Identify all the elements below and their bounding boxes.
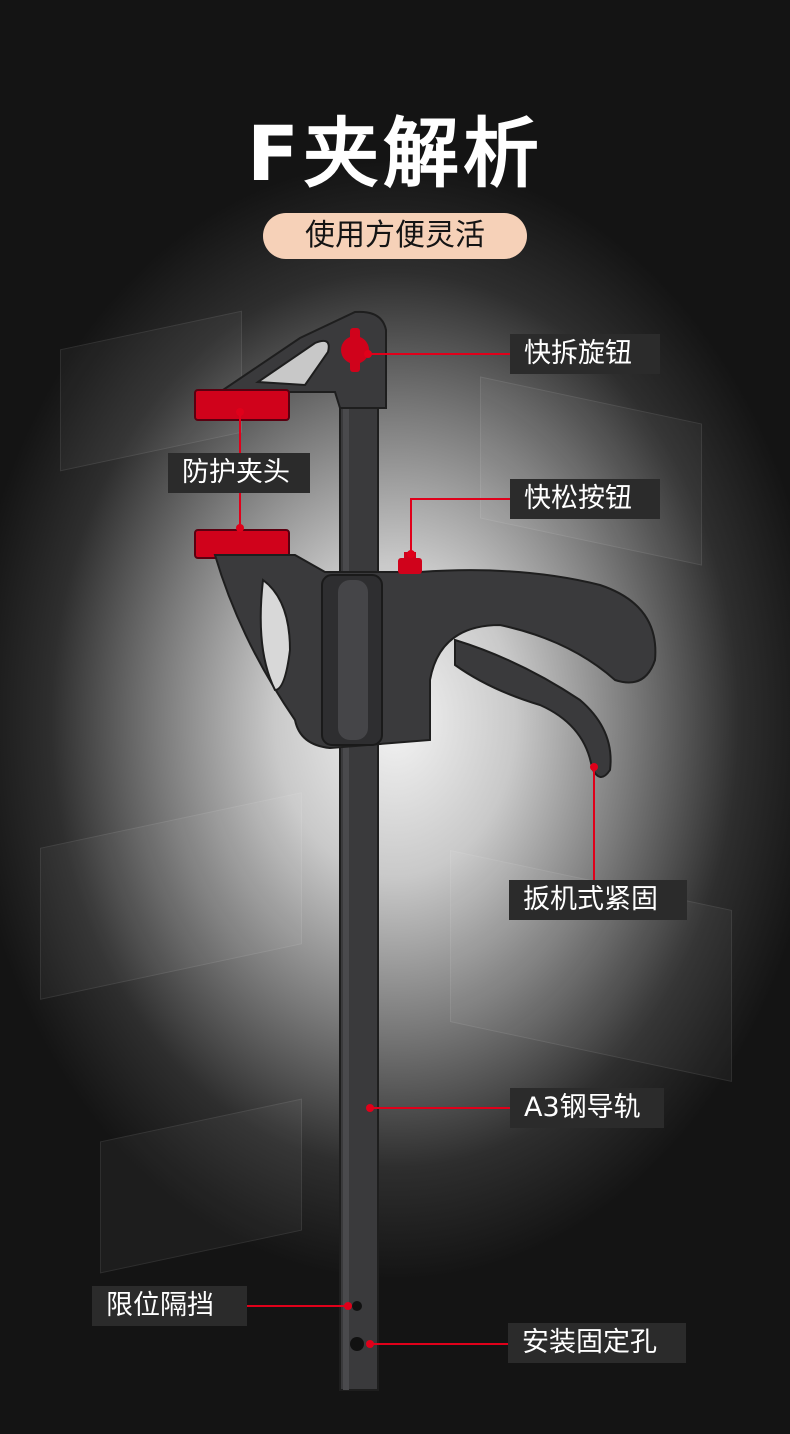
label-limit-stop: 限位隔挡 <box>92 1286 247 1326</box>
callout-dot <box>236 408 244 416</box>
label-quick-release-button: 快松按钮 <box>510 479 660 519</box>
callout-dot <box>364 350 372 358</box>
quick-release-button-shape <box>398 558 422 574</box>
top-jaw-pad <box>194 389 290 421</box>
label-protective-jaw: 防护夹头 <box>168 453 310 493</box>
callout-line <box>410 498 412 552</box>
mount-hole-shape <box>350 1337 364 1351</box>
callout-line <box>239 493 241 527</box>
bottom-jaw-pad <box>194 529 290 559</box>
callout-line <box>410 498 510 500</box>
trigger-shape <box>454 638 612 778</box>
callout-dot <box>366 1104 374 1112</box>
limit-stop-hole <box>352 1301 362 1311</box>
callout-line <box>247 1305 347 1307</box>
callout-line <box>370 353 510 355</box>
callout-dot <box>366 1340 374 1348</box>
callout-line <box>593 769 595 880</box>
callout-dot <box>344 1302 352 1310</box>
subtitle-badge: 使用方便灵活 <box>263 213 527 259</box>
label-steel-rail: A3钢导轨 <box>510 1088 664 1128</box>
label-trigger-clamp: 扳机式紧固 <box>509 880 687 920</box>
label-mount-hole: 安装固定孔 <box>508 1323 686 1363</box>
callout-line <box>239 414 241 454</box>
callout-dot <box>236 524 244 532</box>
callout-line <box>372 1107 510 1109</box>
page-title: F夹解析 <box>247 109 543 198</box>
label-quick-release-knob: 快拆旋钮 <box>510 334 660 374</box>
callout-line <box>372 1343 508 1345</box>
callout-dot <box>407 550 415 558</box>
callout-dot <box>590 763 598 771</box>
